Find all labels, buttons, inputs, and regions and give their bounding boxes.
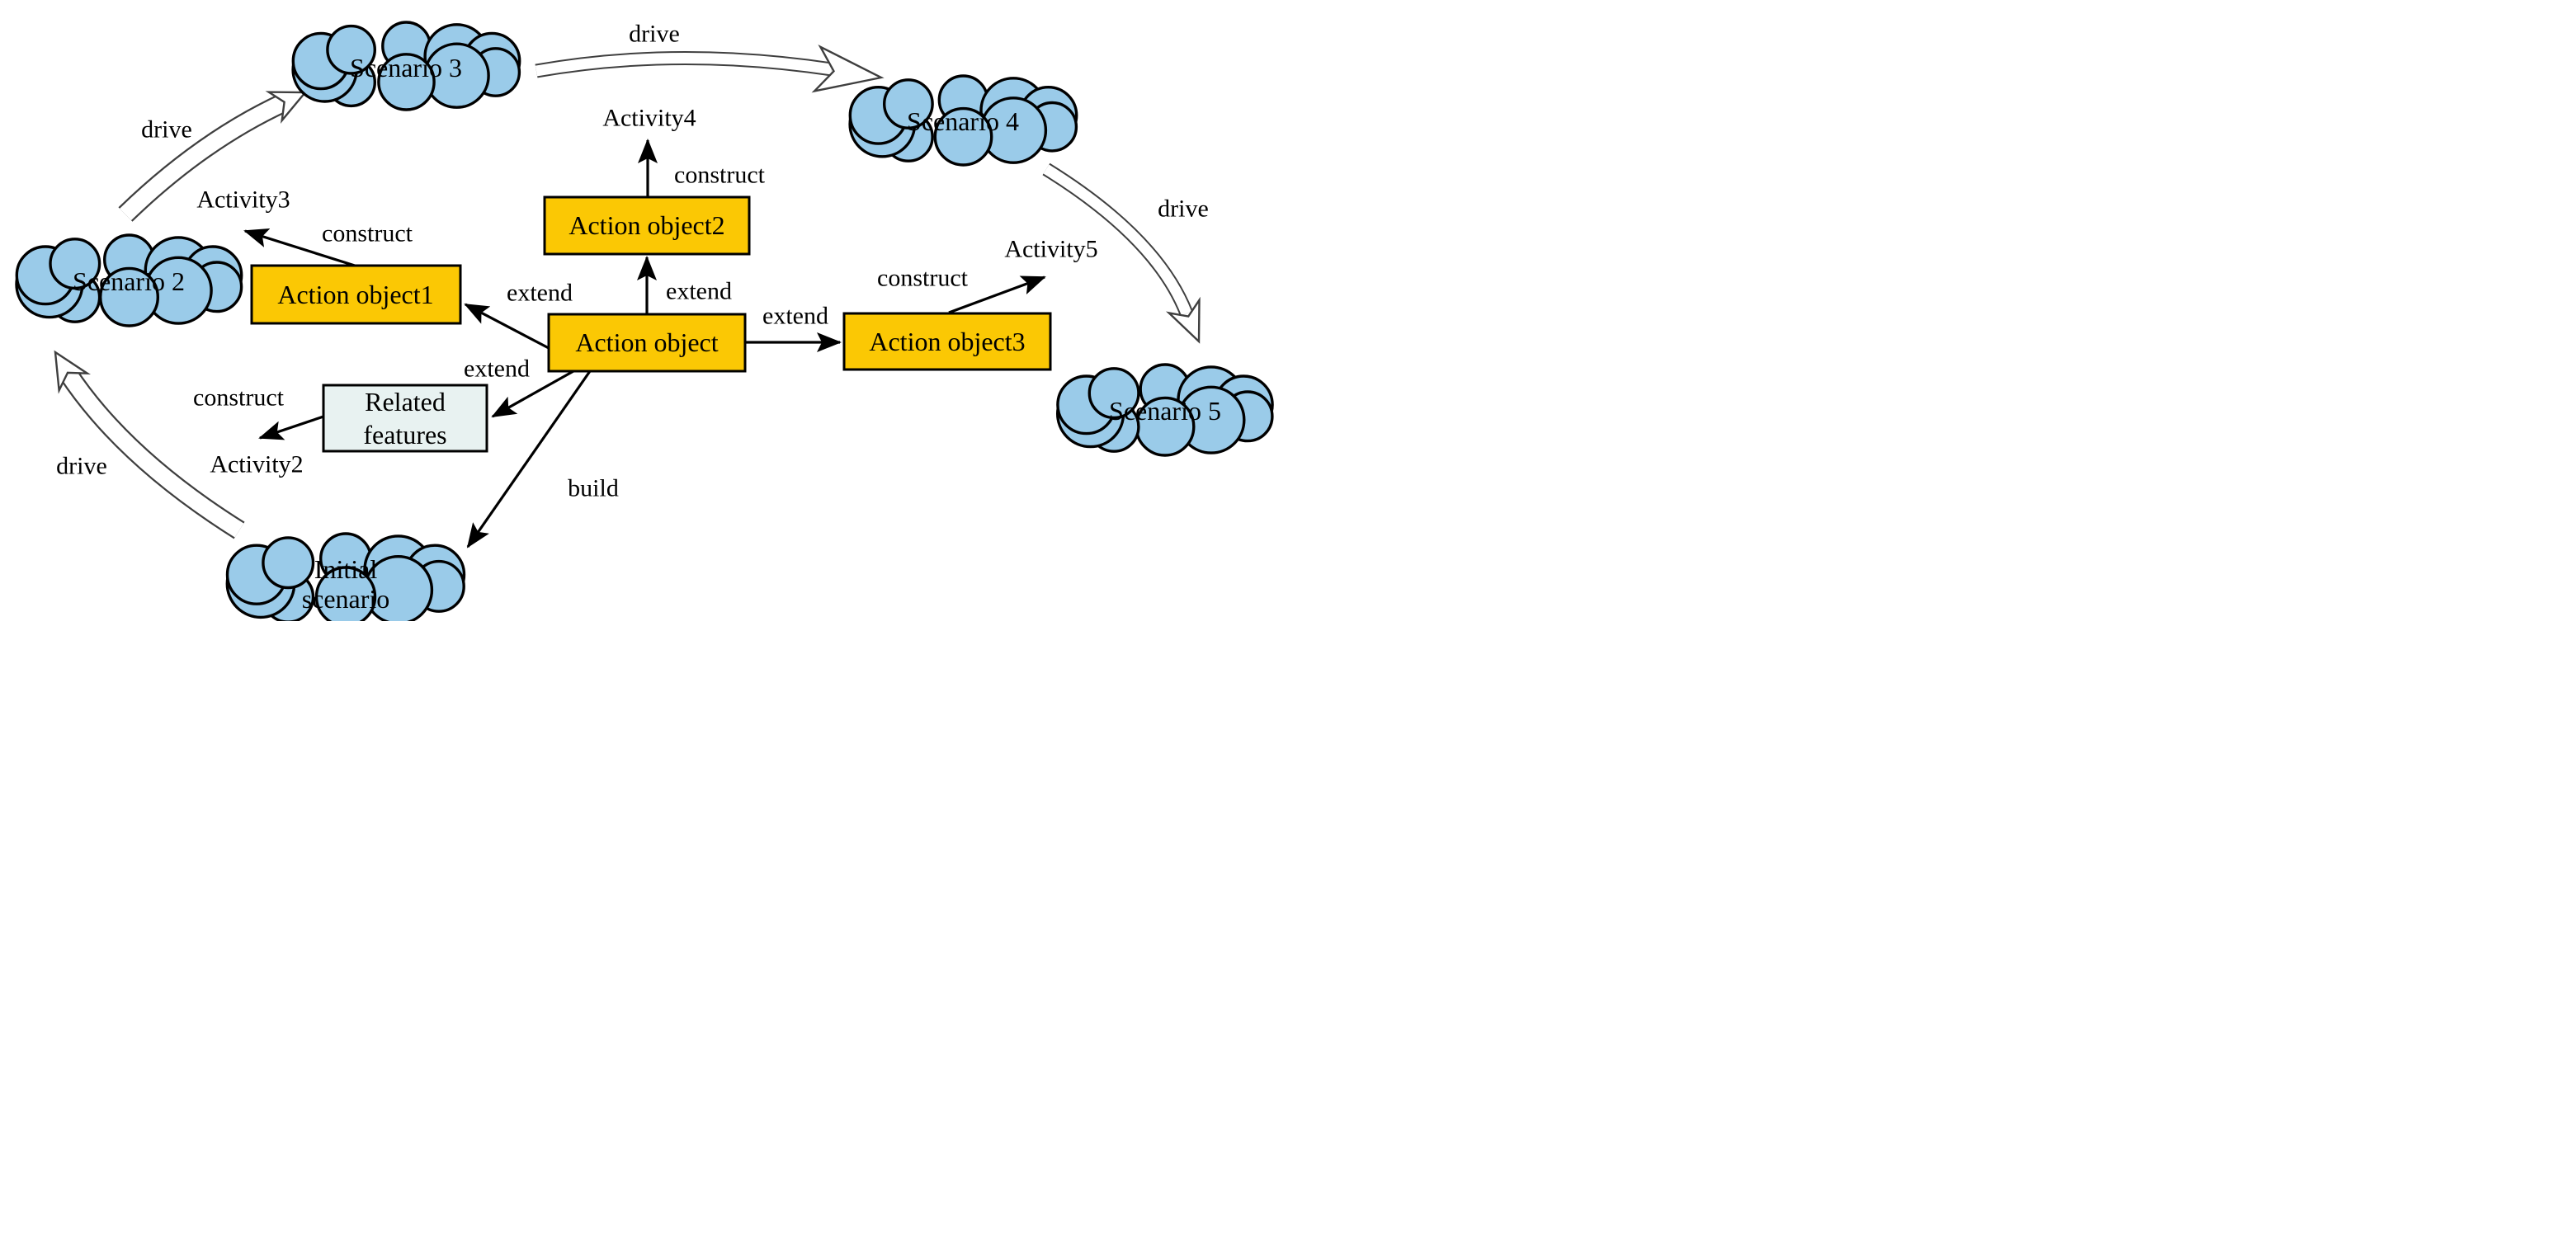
cloud-scenario2: Scenario 2 [15,233,243,327]
box-action-object-label: Action object [575,327,718,357]
cloud-initial-label-line1: Initial [314,554,378,584]
label-drive-bottom-left: drive [56,453,107,480]
label-drive-top-left: drive [141,116,192,144]
build-arrow-object-to-initial [466,370,592,549]
extend-arrow-object-to-related [491,370,574,418]
cloud-scenario3-label: Scenario 3 [350,53,462,82]
label-build: build [568,475,619,502]
cloud-initial-label-line2: scenario [302,584,390,614]
cloud-scenario3: Scenario 3 [291,21,521,111]
box-action-object: Action object [547,313,747,373]
box-related-features: Related features [322,384,488,453]
cloud-scenario5: Scenario 5 [1055,363,1274,457]
extend-arrow-object-to-object1 [464,303,550,350]
cloud-initial-scenario: Initial scenario [225,532,466,621]
construct-arrow-related-to-activity2 [258,415,324,440]
box-related-features-line2: features [363,420,446,450]
cloud-bump [262,536,315,590]
cloud-bump [933,106,993,167]
label-construct-activity3: construct [322,220,413,247]
label-drive-right: drive [1158,195,1209,223]
drive-arrow-scenario2-to-scenario3 [118,91,308,222]
box-related-features-line1: Related [365,387,446,417]
label-extend-to-object3: extend [762,303,828,330]
label-extend-to-object1: extend [507,280,573,307]
label-activity2: Activity2 [210,451,303,478]
box-action-object3: Action object3 [842,312,1052,371]
construct-arrow-object3-to-activity5 [948,275,1046,314]
box-action-object3-label: Action object3 [869,327,1025,356]
cloud-scenario5-label: Scenario 5 [1109,396,1221,426]
construct-arrow-object1-to-activity3 [243,228,356,267]
label-construct-activity5: construct [877,265,969,292]
drive-arrow-initial-to-scenario2 [54,350,245,539]
label-construct-activity2: construct [193,384,285,412]
label-extend-to-object2: extend [666,278,732,305]
label-extend-to-related: extend [464,355,530,383]
cloud-bump [883,78,934,129]
cloud-bump [1087,367,1140,420]
cloud-bump [326,24,376,75]
cloud-scenario4: Scenario 4 [848,74,1078,167]
scenario-evolution-diagram: Scenario 3 Scenario 4 Scenario 2 Scenari… [0,0,1288,621]
cloud-scenario4-label: Scenario 4 [907,106,1019,136]
label-activity3: Activity3 [196,186,290,214]
cloud-scenario2-label: Scenario 2 [73,266,185,296]
cloud-bump [314,566,377,621]
box-action-object1-label: Action object1 [277,280,433,309]
cloud-bump [49,238,101,290]
drive-arrow-scenario4-to-scenario5 [1042,162,1201,344]
box-action-object2: Action object2 [543,195,751,256]
cloud-bump [377,53,436,111]
label-activity5: Activity5 [1004,236,1097,263]
diagram-canvas: Scenario 3 Scenario 4 Scenario 2 Scenari… [15,21,1274,621]
label-construct-activity4: construct [674,162,766,189]
label-drive-top: drive [629,21,680,48]
box-action-object1: Action object1 [250,264,462,325]
drive-arrow-scenario3-to-scenario4 [535,44,885,93]
box-action-object2-label: Action object2 [569,210,724,240]
label-activity4: Activity4 [602,105,696,132]
